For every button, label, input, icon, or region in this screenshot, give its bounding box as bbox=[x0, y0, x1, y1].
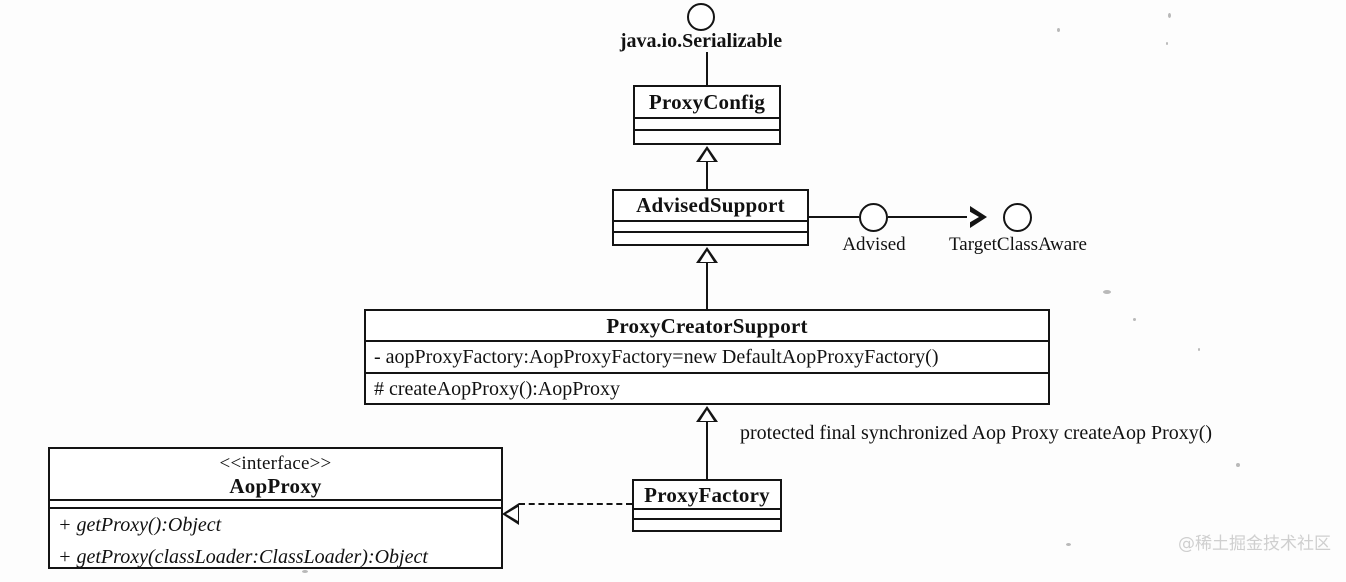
watermark-label: @稀土掘金技术社区 bbox=[1178, 534, 1331, 554]
attributes-compartment-aop-proxy bbox=[50, 499, 501, 507]
generalization-line-advisedsupport-to-proxyconfig bbox=[706, 161, 708, 190]
targetclassaware-lollipop-icon bbox=[1003, 203, 1032, 232]
operation-get-proxy-classloader: + getProxy(classLoader:ClassLoader):Obje… bbox=[58, 546, 428, 568]
scan-speck bbox=[1057, 28, 1060, 32]
annotation-create-aop-proxy: protected final synchronized Aop Proxy c… bbox=[740, 422, 1213, 444]
class-box-proxy-factory[interactable]: ProxyFactory bbox=[632, 479, 782, 532]
attributes-compartment-advised-support bbox=[614, 220, 807, 231]
operations-compartment-proxy-creator-support: # createAopProxy():AopProxy bbox=[366, 372, 1048, 403]
scan-speck bbox=[1166, 42, 1168, 45]
operation-get-proxy: + getProxy():Object bbox=[58, 514, 222, 536]
realization-arrow-aopproxy bbox=[502, 503, 519, 525]
class-box-advised-support[interactable]: AdvisedSupport bbox=[612, 189, 809, 246]
interface-label-advised: Advised bbox=[842, 234, 906, 255]
class-box-proxy-config[interactable]: ProxyConfig bbox=[633, 85, 781, 145]
attributes-compartment-proxy-factory bbox=[634, 508, 780, 518]
serializable-realization-line bbox=[706, 52, 708, 86]
stereotype-interface: <<interface>> bbox=[219, 453, 332, 474]
scan-speck bbox=[1198, 348, 1200, 351]
generalization-arrow-proxyfactory-to-proxycreatorsupport bbox=[696, 406, 718, 422]
serializable-lollipop-icon bbox=[687, 3, 715, 31]
attributes-compartment-proxy-creator-support: - aopProxyFactory:AopProxyFactory=new De… bbox=[366, 340, 1048, 372]
class-box-aop-proxy[interactable]: <<interface>> AopProxy + getProxy():Obje… bbox=[48, 447, 503, 569]
realization-line-proxyfactory-to-aopproxy bbox=[519, 503, 632, 505]
advised-lollipop-icon bbox=[859, 203, 888, 232]
class-box-proxy-creator-support[interactable]: ProxyCreatorSupport - aopProxyFactory:Ao… bbox=[364, 309, 1050, 405]
class-name-proxy-config: ProxyConfig bbox=[648, 90, 766, 114]
assembly-line-advised-to-targetclassaware bbox=[888, 216, 970, 218]
required-interface-socket-icon bbox=[967, 206, 987, 228]
operations-compartment-advised-support bbox=[614, 231, 807, 244]
scan-speck bbox=[1103, 290, 1111, 294]
operation-create-aop-proxy: # createAopProxy():AopProxy bbox=[374, 378, 621, 400]
generalization-line-proxyfactory-to-proxycreatorsupport bbox=[706, 421, 708, 480]
class-name-advised-support: AdvisedSupport bbox=[636, 193, 785, 217]
class-name-proxy-factory: ProxyFactory bbox=[644, 483, 770, 507]
class-name-aop-proxy-header: <<interface>> AopProxy bbox=[50, 449, 501, 499]
assembly-line-advisedsupport-to-advised bbox=[809, 216, 859, 218]
scan-speck bbox=[1236, 463, 1240, 467]
serializable-label: java.io.Serializable bbox=[619, 30, 783, 52]
attributes-compartment-proxy-config bbox=[635, 117, 779, 129]
operations-compartment-proxy-config bbox=[635, 129, 779, 143]
scan-speck bbox=[302, 570, 308, 573]
interface-label-target-class-aware: TargetClassAware bbox=[949, 234, 1087, 255]
operations-compartment-aop-proxy: + getProxy():Object + getProxy(classLoad… bbox=[50, 507, 501, 568]
generalization-line-proxycreatorsupport-to-advisedsupport bbox=[706, 262, 708, 310]
generalization-arrow-proxycreatorsupport-to-advisedsupport bbox=[696, 247, 718, 263]
generalization-arrow-advisedsupport-to-proxyconfig bbox=[696, 146, 718, 162]
scan-speck bbox=[1168, 13, 1171, 18]
attribute-aop-proxy-factory: - aopProxyFactory:AopProxyFactory=new De… bbox=[374, 346, 939, 368]
scan-speck bbox=[1066, 543, 1071, 546]
class-name-aop-proxy: AopProxy bbox=[229, 473, 322, 498]
scan-speck bbox=[1133, 318, 1136, 321]
operations-compartment-proxy-factory bbox=[634, 518, 780, 530]
class-name-proxy-creator-support: ProxyCreatorSupport bbox=[606, 314, 808, 338]
